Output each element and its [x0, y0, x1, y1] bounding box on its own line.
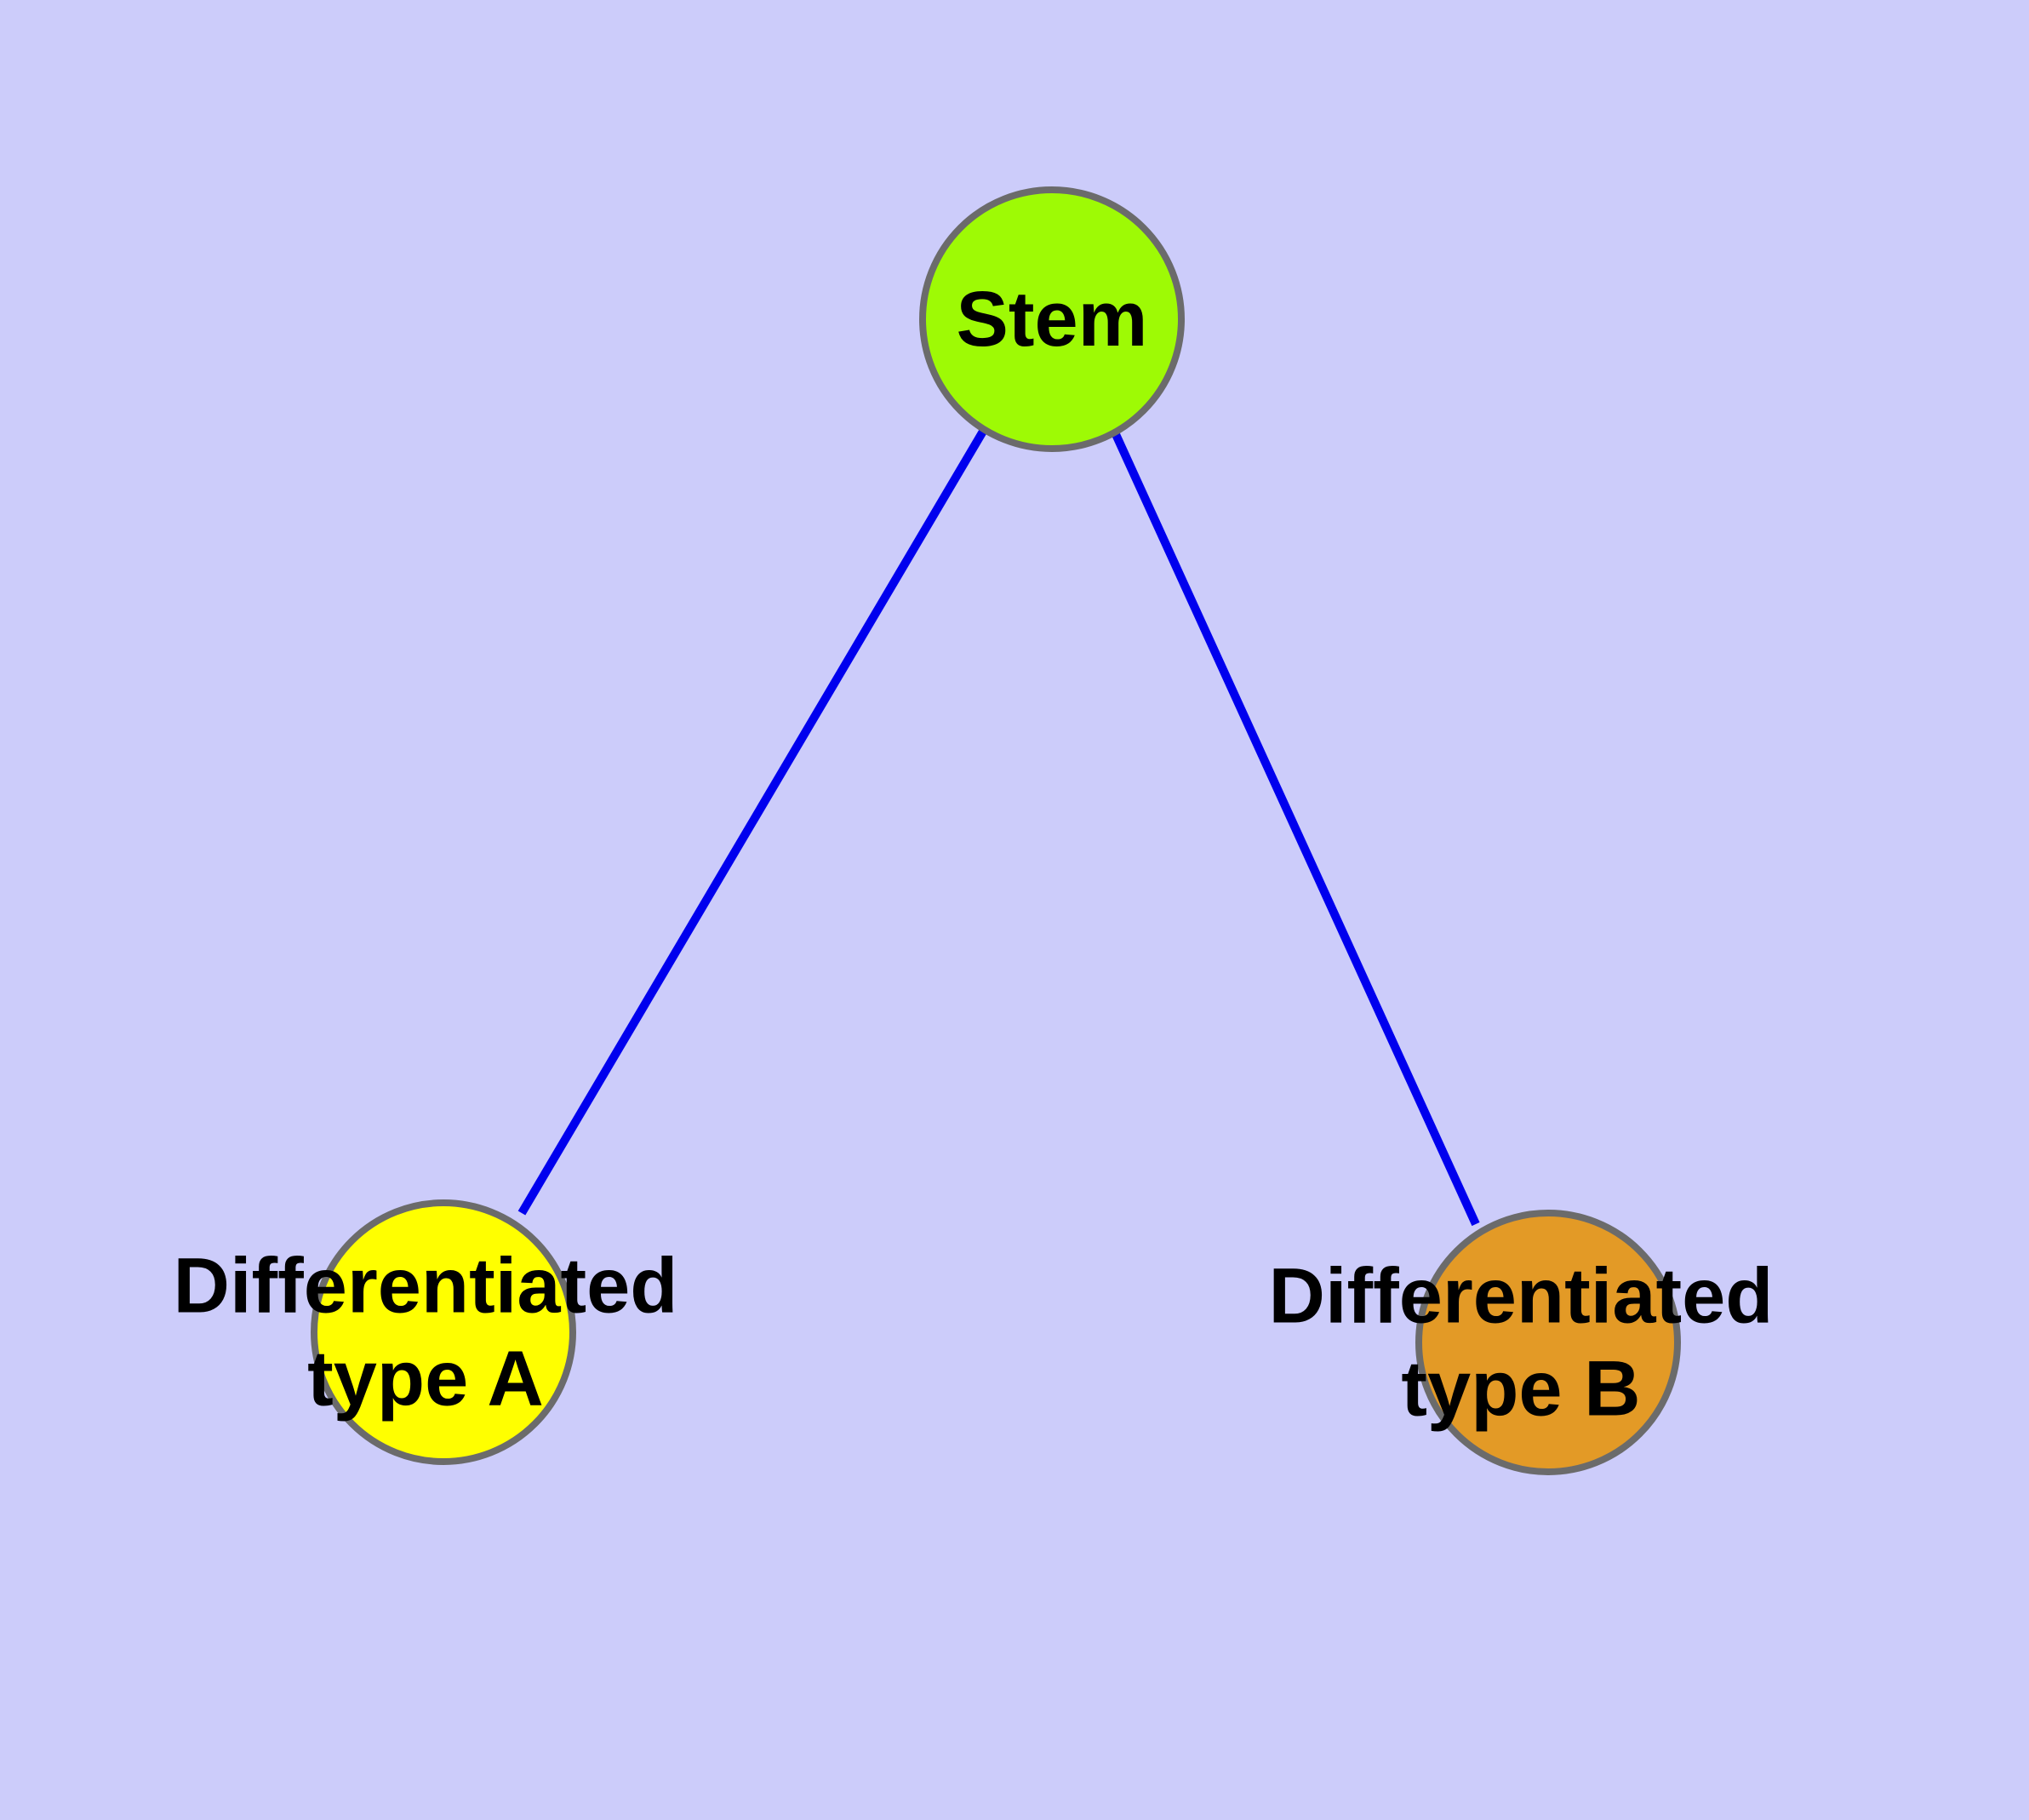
graph-edge-stem-to-b — [1111, 430, 1480, 1227]
graph-edge-stem-to-a — [517, 427, 988, 1216]
graph-node-diff_b[interactable] — [1415, 1210, 1681, 1475]
graph-node-diff_a[interactable] — [311, 1199, 576, 1465]
graph-node-stem[interactable] — [919, 186, 1185, 452]
graph-node-label-line: type B — [1401, 1345, 1640, 1432]
nodes-layer — [311, 186, 1681, 1475]
graph-node-label-line: type A — [307, 1335, 544, 1422]
edges-layer — [517, 427, 1480, 1227]
graph-node-label-line: Differentiated — [174, 1243, 678, 1330]
graph-node-label-line: Stem — [957, 276, 1148, 363]
graph-node-label-stem: Stem — [957, 276, 1148, 363]
graph-node-label-line: Differentiated — [1269, 1253, 1774, 1340]
